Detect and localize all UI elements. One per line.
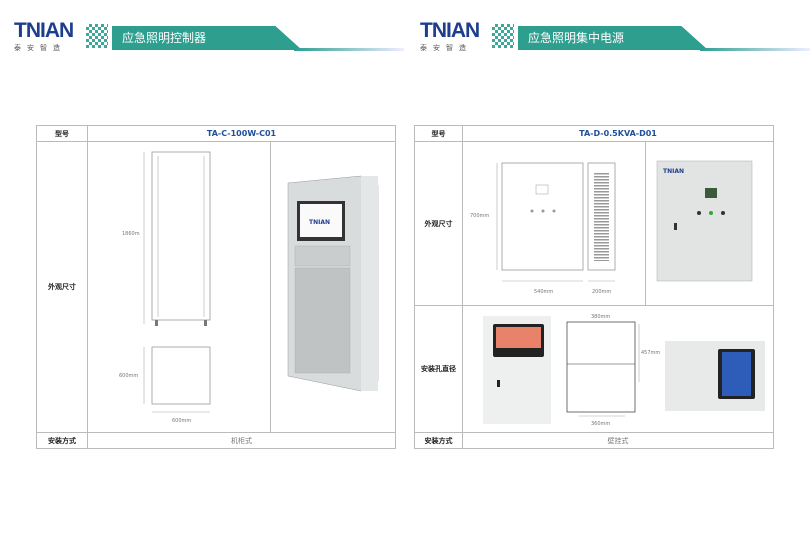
checker-decoration — [492, 24, 514, 48]
power-box-photo: TNIAN — [645, 141, 774, 306]
svg-text:200mm: 200mm — [592, 289, 611, 295]
svg-text:TNIAN: TNIAN — [663, 168, 684, 175]
divider — [700, 48, 810, 51]
svg-text:360mm: 360mm — [591, 421, 610, 427]
title-banner: 应急照明控制器 — [112, 26, 302, 50]
cabinet-drawing: 1860m 600mm 600mm — [87, 141, 271, 433]
svg-text:600mm: 600mm — [119, 373, 138, 379]
svg-text:380mm: 380mm — [591, 314, 610, 320]
mounting-hole-panel: 380mm 457mm 360mm — [462, 305, 774, 433]
svg-text:700mm: 700mm — [470, 213, 489, 219]
divider — [294, 48, 404, 51]
svg-text:540mm: 540mm — [534, 289, 553, 295]
power-box-drawing: 700mm 540mm 200mm — [462, 141, 646, 306]
title-banner: 应急照明集中电源 — [518, 26, 708, 50]
svg-text:TNIAN: TNIAN — [309, 219, 330, 226]
svg-text:457mm: 457mm — [641, 350, 660, 356]
svg-text:1860m: 1860m — [122, 231, 140, 237]
checker-decoration — [86, 24, 108, 48]
svg-text:600mm: 600mm — [172, 418, 191, 424]
cabinet-photo: TNIAN — [270, 141, 396, 433]
